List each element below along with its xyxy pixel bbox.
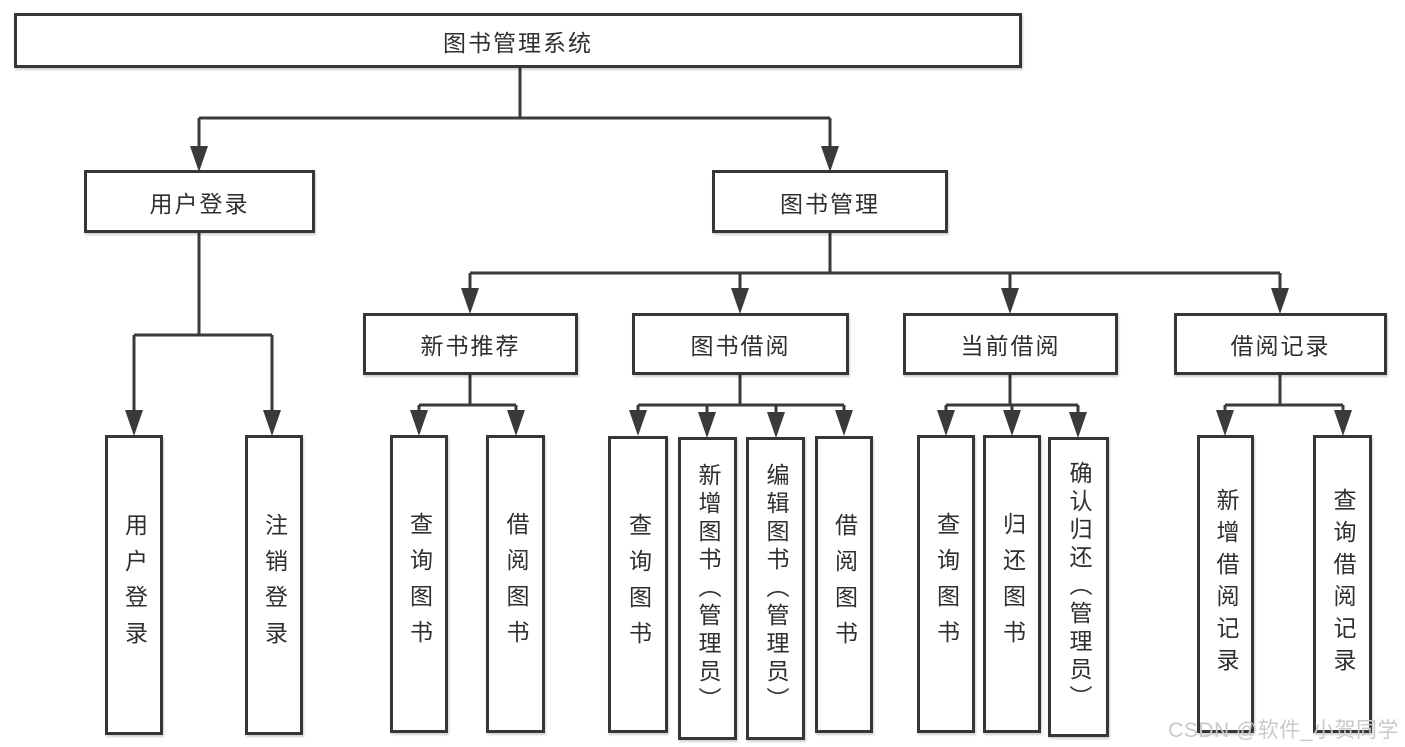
node-book-management: 图书管理 bbox=[712, 170, 948, 233]
node-label: 用户登录 bbox=[149, 190, 250, 217]
node-new-book-recommend: 新书推荐 bbox=[363, 313, 578, 375]
leaf-label: 查询图书 bbox=[406, 512, 433, 656]
leaf-label: 借阅图书 bbox=[831, 512, 858, 657]
node-label: 图书借阅 bbox=[690, 333, 791, 359]
leaf-label: 新增借阅记录 bbox=[1213, 488, 1239, 680]
leaf-logout: 注销登录 bbox=[245, 435, 303, 735]
leaf-label: 新增图书（管理员） bbox=[695, 462, 721, 715]
leaf-confirm-return-admin: 确认归还（管理员） bbox=[1048, 437, 1109, 737]
leaf-add-borrow-record: 新增借阅记录 bbox=[1197, 435, 1254, 733]
leaf-label: 查询图书 bbox=[933, 512, 960, 656]
node-label: 图书管理 bbox=[780, 190, 880, 217]
leaf-label: 编辑图书（管理员） bbox=[763, 462, 789, 715]
leaf-label: 用户登录 bbox=[121, 513, 148, 657]
leaf-label: 借阅图书 bbox=[503, 512, 529, 656]
leaf-borrow-books-recommend: 借阅图书 bbox=[486, 435, 545, 733]
node-label: 图书管理系统 bbox=[443, 29, 593, 56]
leaf-add-books-admin: 新增图书（管理员） bbox=[678, 437, 737, 740]
leaf-label: 查询图书 bbox=[625, 512, 652, 657]
node-user-login: 用户登录 bbox=[84, 170, 315, 233]
node-book-borrow: 图书借阅 bbox=[632, 313, 849, 375]
arrowheads bbox=[125, 146, 1352, 438]
leaf-query-books-current: 查询图书 bbox=[917, 435, 975, 733]
leaf-return-books: 归还图书 bbox=[983, 435, 1041, 733]
leaf-user-login: 用户登录 bbox=[105, 435, 163, 735]
node-label: 新书推荐 bbox=[420, 333, 521, 359]
leaf-label: 查询借阅记录 bbox=[1330, 488, 1356, 680]
leaf-label: 确认归还（管理员） bbox=[1066, 461, 1092, 713]
node-label: 当前借阅 bbox=[960, 333, 1061, 359]
node-root-library-system: 图书管理系统 bbox=[14, 13, 1022, 68]
leaf-label: 归还图书 bbox=[999, 512, 1026, 656]
leaf-label: 注销登录 bbox=[261, 513, 288, 657]
node-current-borrow: 当前借阅 bbox=[903, 313, 1118, 375]
leaf-query-books-borrow: 查询图书 bbox=[608, 436, 668, 733]
leaf-query-borrow-record: 查询借阅记录 bbox=[1313, 435, 1372, 733]
node-borrow-records: 借阅记录 bbox=[1174, 313, 1387, 375]
connector-paths bbox=[132, 68, 1345, 414]
leaf-query-books-recommend: 查询图书 bbox=[390, 435, 448, 733]
leaf-edit-books-admin: 编辑图书（管理员） bbox=[746, 437, 805, 740]
node-label: 借阅记录 bbox=[1230, 333, 1331, 359]
csdn-watermark: CSDN @软件_小贺同学 bbox=[1168, 719, 1399, 742]
leaf-borrow-books: 借阅图书 bbox=[815, 436, 873, 733]
